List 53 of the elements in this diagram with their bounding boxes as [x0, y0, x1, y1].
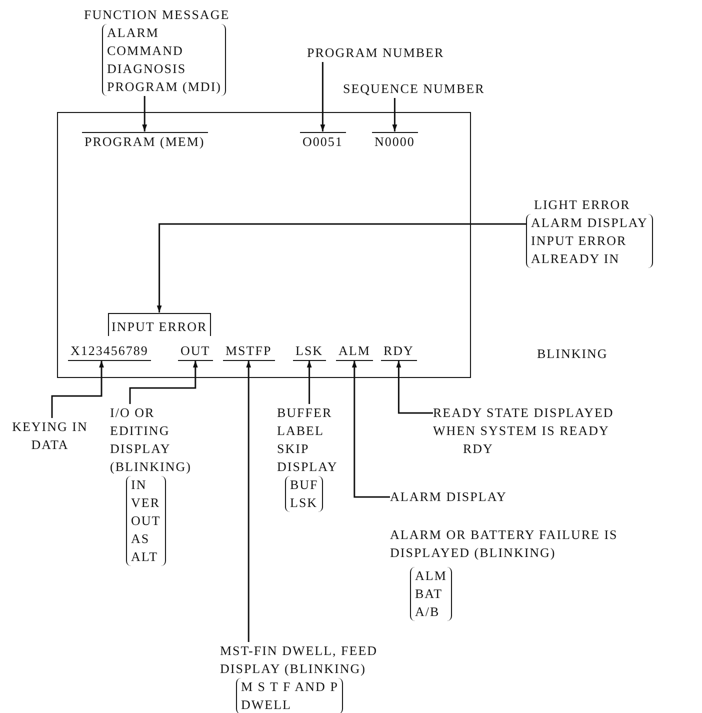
- arrow: [396, 360, 433, 414]
- option-text: IN: [131, 476, 148, 494]
- screen-field: OUT: [178, 342, 214, 360]
- option-text: A/B: [415, 603, 441, 621]
- option-text: BUF: [290, 476, 318, 494]
- callout-text: SEQUENCE NUMBER: [343, 80, 523, 98]
- option-text: COMMAND: [107, 42, 184, 60]
- option-text: ALARM: [107, 24, 160, 42]
- callout-text: LIGHT ERROR: [534, 196, 632, 214]
- arrow: [246, 360, 252, 642]
- screen-field: LSK: [292, 342, 326, 360]
- screen-field: N0000: [372, 132, 418, 150]
- option-text: ALREADY IN: [531, 250, 621, 268]
- arrow: [352, 360, 390, 498]
- screen-field: RDY: [380, 342, 417, 360]
- arrow: [392, 98, 398, 132]
- arrow: [156, 223, 526, 312]
- screen-field: PROGRAM (MEM): [82, 132, 208, 150]
- callout-text: I/O OR EDITING DISPLAY (BLINKING): [110, 404, 192, 476]
- option-text: AS: [131, 530, 151, 548]
- option-text: PROGRAM (MDI): [107, 78, 222, 96]
- screen-field: ALM: [336, 342, 374, 360]
- option-text: ALARM DISPLAY: [531, 214, 648, 232]
- note-text: BLINKING: [537, 345, 608, 363]
- option-text: DWELL: [241, 696, 292, 713]
- screen-field: X123456789: [68, 342, 152, 360]
- option-text: LSK: [290, 494, 318, 512]
- callout-text: MST-FIN DWELL, FEED DISPLAY (BLINKING): [220, 642, 379, 678]
- callout-text: KEYING IN DATA: [10, 418, 90, 454]
- callout-text: READY STATE DISPLAYED WHEN SYSTEM IS READY: [433, 404, 615, 440]
- option-text: OUT: [131, 512, 161, 530]
- note-text: ALARM OR BATTERY FAILURE IS DISPLAYED (BLINKING): [390, 526, 619, 562]
- arrow: [51, 360, 104, 418]
- arrow: [142, 96, 148, 132]
- callout-text: RDY: [463, 440, 494, 458]
- option-text: BAT: [415, 585, 444, 603]
- screen-field: O0051: [300, 132, 346, 150]
- callout-text: ALARM DISPLAY: [390, 488, 550, 506]
- screen-field: MSTFP: [222, 342, 275, 360]
- arrow: [320, 62, 326, 132]
- option-text: DIAGNOSIS: [107, 60, 188, 78]
- option-text: VER: [131, 494, 161, 512]
- option-text: ALT: [131, 548, 160, 566]
- callout-text: BUFFER LABEL SKIP DISPLAY: [277, 404, 339, 476]
- option-text: M S T F AND P: [241, 678, 338, 696]
- arrow: [306, 360, 312, 404]
- display-screen: [57, 112, 471, 378]
- screen-field: INPUT ERROR: [108, 312, 212, 336]
- option-text: INPUT ERROR: [531, 232, 628, 250]
- option-text: ALM: [415, 567, 447, 585]
- callout-text: PROGRAM NUMBER: [307, 44, 477, 62]
- arrow: [129, 360, 198, 404]
- callout-text: FUNCTION MESSAGE: [84, 6, 231, 24]
